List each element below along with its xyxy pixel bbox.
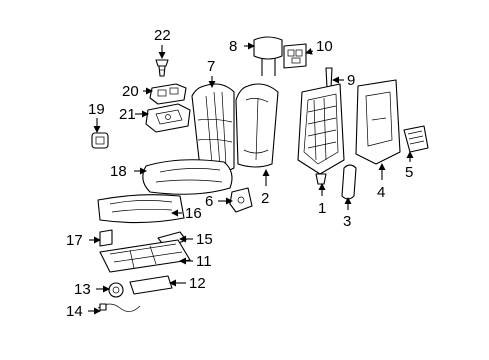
callout-10: 10 xyxy=(316,38,333,55)
callout-9: 9 xyxy=(347,72,355,89)
part-20-switch xyxy=(149,83,187,105)
part-12-rail xyxy=(129,275,173,295)
callout-12: 12 xyxy=(189,275,206,292)
part-5-bracket xyxy=(403,125,429,153)
part-19-cap xyxy=(91,132,109,149)
part-13-motor xyxy=(108,282,124,298)
part-10-label xyxy=(283,43,307,69)
callout-15: 15 xyxy=(196,231,213,248)
callout-13: 13 xyxy=(74,281,91,298)
part-8-headrest xyxy=(253,36,283,76)
callout-18: 18 xyxy=(110,163,127,180)
callout-16: 16 xyxy=(185,205,202,222)
part-9-pin xyxy=(325,67,333,89)
part-3-side-trim xyxy=(341,164,357,200)
callout-5: 5 xyxy=(405,164,413,181)
part-4-back-panel xyxy=(355,79,401,165)
callout-3: 3 xyxy=(343,213,351,230)
callout-6: 6 xyxy=(205,193,213,210)
part-7-back-cover xyxy=(191,83,235,173)
callout-14: 14 xyxy=(66,303,83,320)
callout-17: 17 xyxy=(66,232,83,249)
part-17-clip xyxy=(99,229,113,247)
callout-22: 22 xyxy=(154,27,171,44)
part-18-cushion-cover xyxy=(142,159,233,195)
callout-labels: 22 20 21 19 8 10 9 7 2 1 3 4 5 6 18 16 1… xyxy=(66,27,413,320)
callout-19: 19 xyxy=(88,101,105,118)
part-6-bracket xyxy=(229,187,253,213)
part-2-back-cushion xyxy=(235,83,279,168)
callout-2: 2 xyxy=(261,190,269,207)
part-21-switch-panel xyxy=(145,103,191,133)
callout-11: 11 xyxy=(196,253,212,270)
part-22-clip xyxy=(155,59,169,77)
callout-7: 7 xyxy=(207,58,215,75)
callout-arrows xyxy=(88,42,414,315)
part-11-seat-frame xyxy=(99,239,191,273)
callout-1: 1 xyxy=(318,200,326,217)
part-14-harness xyxy=(97,303,141,312)
callout-8: 8 xyxy=(229,38,237,55)
callout-4: 4 xyxy=(377,184,385,201)
part-1-back-frame xyxy=(297,83,345,185)
callout-21: 21 xyxy=(119,106,136,123)
callout-20: 20 xyxy=(122,83,139,100)
part-16-cushion xyxy=(97,194,185,224)
